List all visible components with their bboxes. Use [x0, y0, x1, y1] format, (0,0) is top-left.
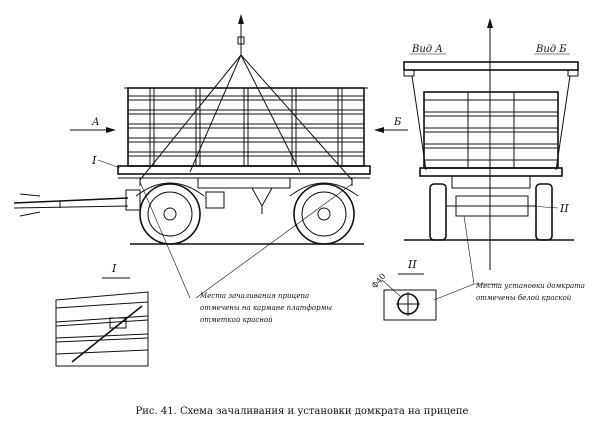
mark-i-label: I — [91, 154, 97, 167]
detail-i: I — [55, 262, 149, 367]
slinging-note: Места зачаливания прицепа отмечены на ка… — [199, 292, 332, 324]
mark-ii-label: II — [559, 202, 569, 215]
jack-note-line-2: отмечены белой краской — [476, 294, 572, 302]
arrow-a-label: А — [91, 117, 100, 128]
detail-ii: II Ф40 — [370, 258, 437, 321]
view-arrows: А Б — [70, 117, 408, 133]
slinging-note-line-3: отметкой красной — [200, 316, 273, 324]
jack-note: Места установки домкрата отмечены белой … — [475, 282, 585, 302]
mark-i: I — [91, 154, 121, 169]
detail-ii-label: II — [407, 258, 417, 271]
view-a-label: Вид А — [411, 44, 443, 55]
view-b-label: Вид Б — [535, 44, 567, 55]
slinging-note-line-1: Места зачаливания прицепа — [199, 292, 309, 300]
detail-i-label: I — [111, 262, 117, 275]
front-view-trailer: Вид А Вид Б II — [403, 18, 579, 270]
arrow-b-label: Б — [393, 117, 402, 128]
leader-lines — [139, 181, 500, 301]
figure-caption: Рис. 41. Схема зачаливания и установки д… — [135, 406, 469, 417]
jack-note-line-1: Места установки домкрата — [475, 282, 585, 290]
side-view-trailer — [13, 14, 371, 245]
diameter-label: Ф40 — [370, 272, 388, 291]
slinging-note-line-2: отмечены на кармане платформы — [200, 304, 332, 312]
